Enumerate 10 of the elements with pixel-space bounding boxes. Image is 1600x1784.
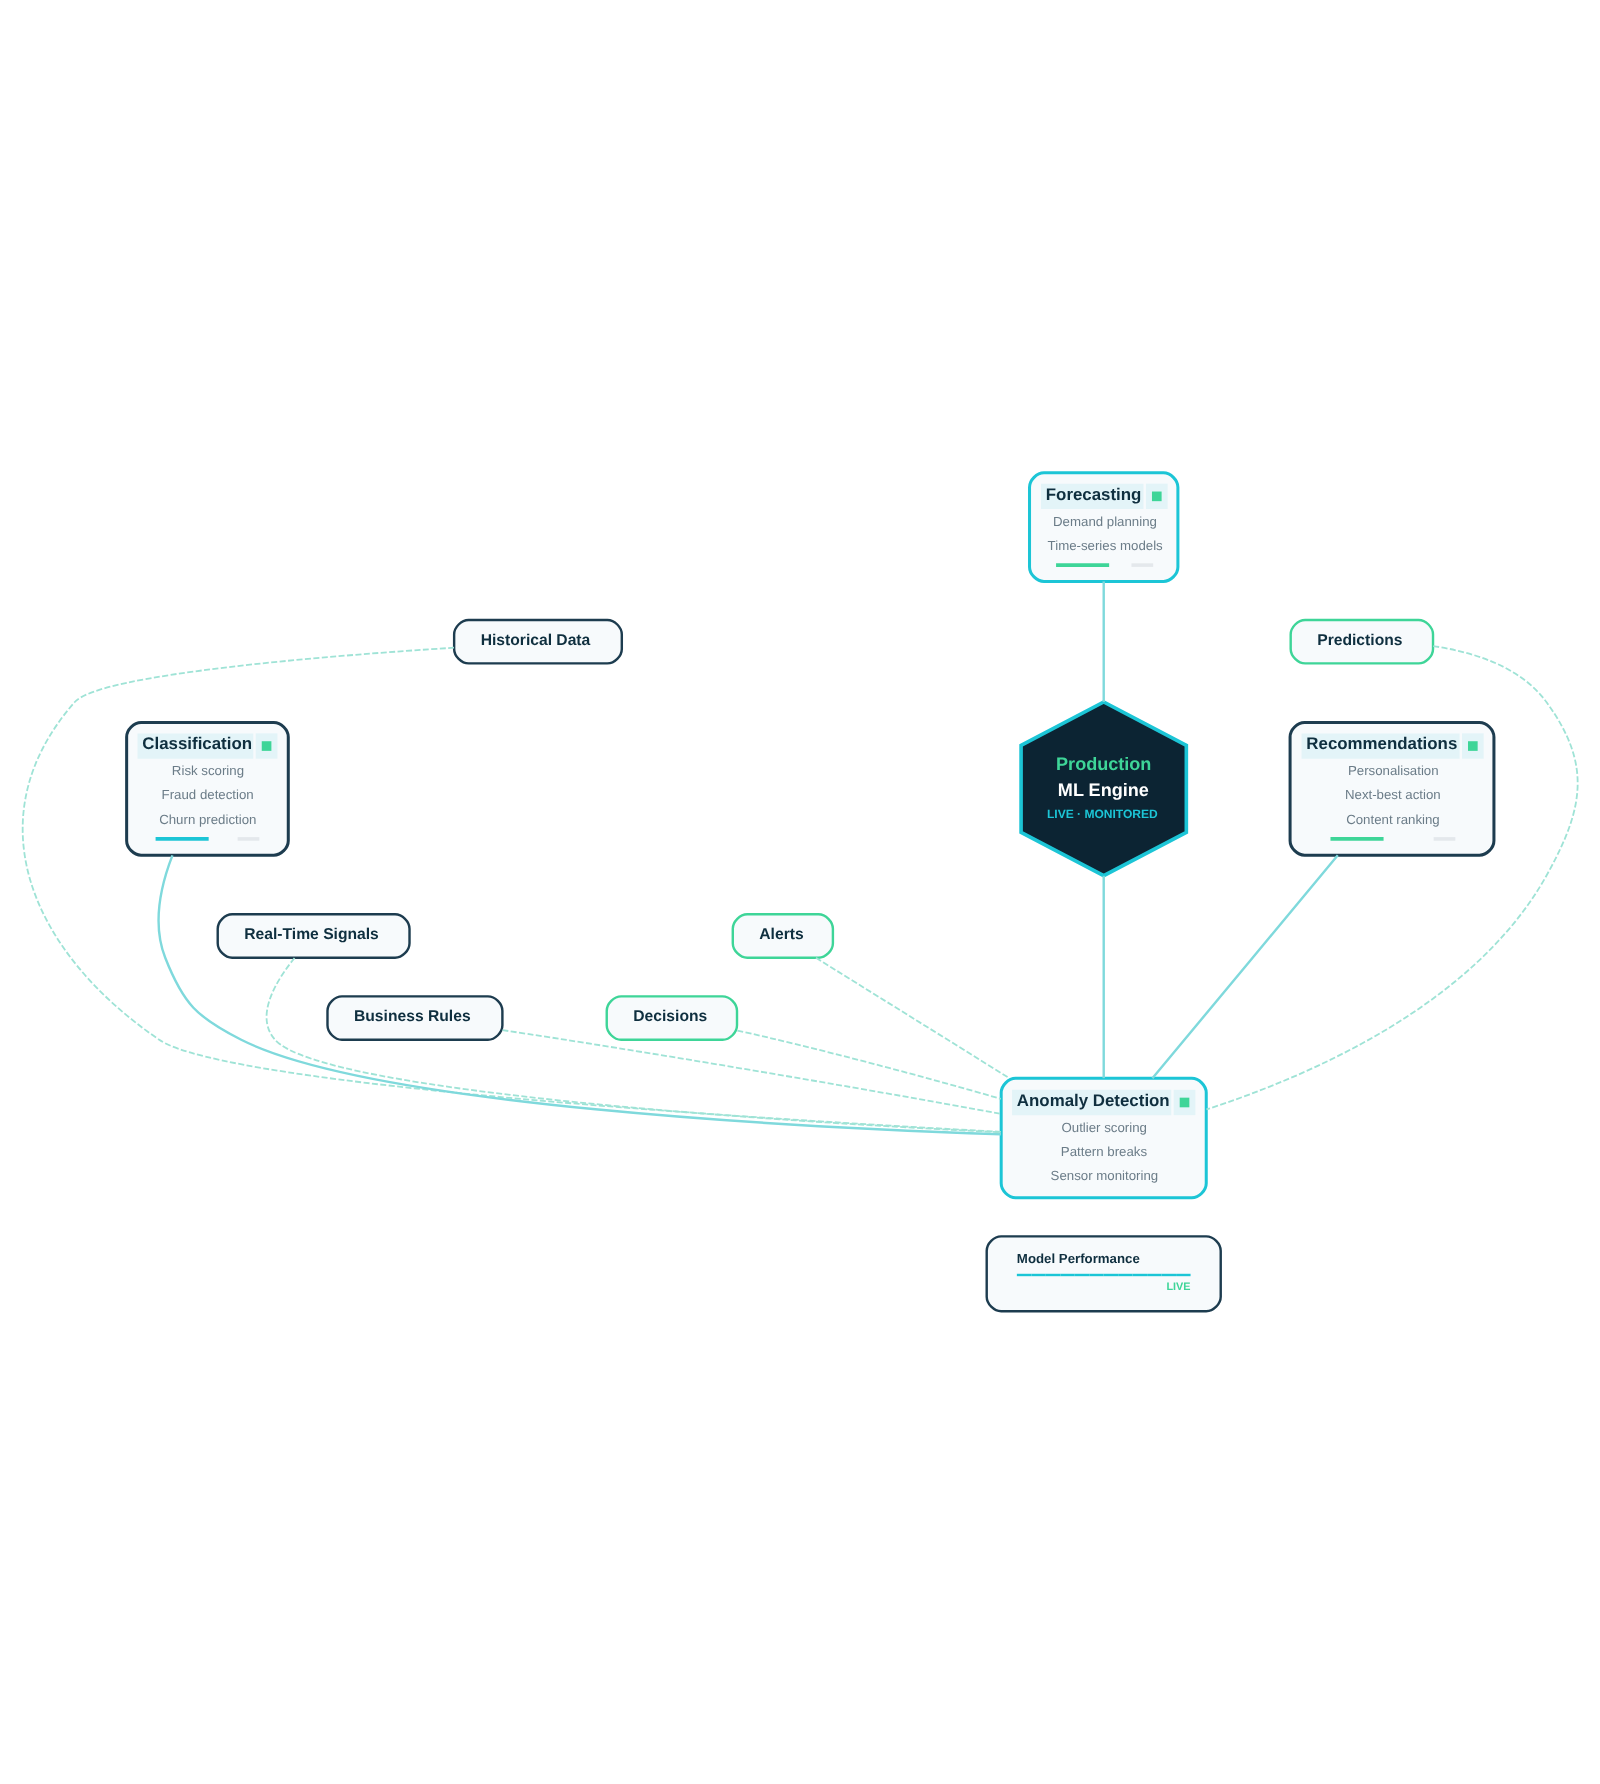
connector — [265, 957, 1003, 1134]
connector — [501, 1029, 1002, 1115]
connector — [736, 1029, 1002, 1100]
connector — [157, 854, 1001, 1136]
connector — [21, 646, 1003, 1133]
connector — [1151, 854, 1339, 1080]
connector — [1205, 645, 1579, 1111]
connector — [1102, 875, 1105, 1079]
connector — [815, 956, 1011, 1080]
connector — [1102, 581, 1105, 702]
